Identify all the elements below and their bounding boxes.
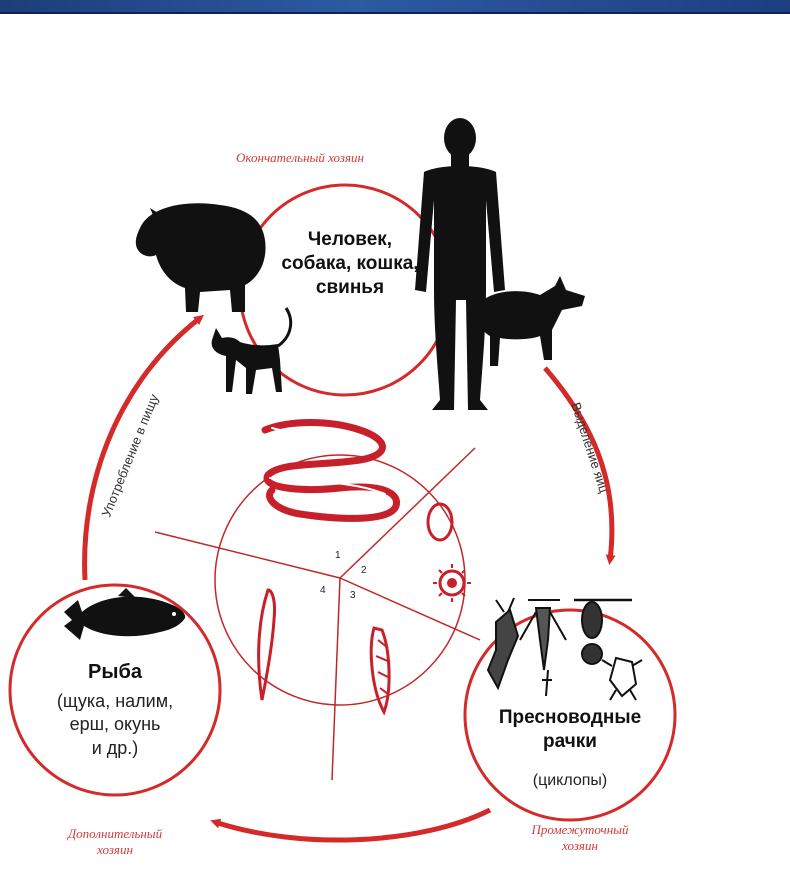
intermediate-host-sub: (циклопы) [466,771,674,792]
intermediate-host-line: Пресноводные [466,706,674,730]
definitive-host-role: Окончательный хозяин [185,150,415,166]
section-number: 4 [320,585,326,596]
definitive-host-line: Человек, [245,228,455,252]
additional-host-sub: (щука, налим, ерш, окунь и др.) [20,690,210,760]
additional-role-line: хозяин [15,842,215,858]
cat-silhouette [212,308,291,394]
copepod-drawings [488,598,642,700]
additional-host-line: (щука, налим, [20,690,210,713]
definitive-host-line: собака, кошка, [245,252,455,276]
section-number: 3 [350,590,356,601]
arrow-to-fish [215,810,490,840]
definitive-host-title: Человек, собака, кошка, свинья [245,228,455,299]
additional-host-line: и др.) [20,737,210,760]
section-number: 2 [361,565,367,576]
intestine-drawing [265,423,397,519]
additional-host-title: Рыба [20,660,210,685]
additional-host-role: Дополнительный хозяин [15,826,215,857]
intermediate-host-line: рачки [466,730,674,754]
section-number: 1 [335,550,341,561]
tapeworm-larva-drawing [259,590,390,712]
definitive-host-line: свинья [245,276,455,300]
additional-host-line: ерш, окунь [20,713,210,736]
fish-silhouette [64,588,185,640]
additional-role-line: Дополнительный [15,826,215,842]
intermediate-host-title: Пресноводные рачки [466,706,674,754]
intermediate-host-role: Промежуточный хозяин [480,822,680,853]
intermediate-role-line: Промежуточный [480,822,680,838]
dog-silhouette [478,276,585,366]
intermediate-role-line: хозяин [480,838,680,854]
